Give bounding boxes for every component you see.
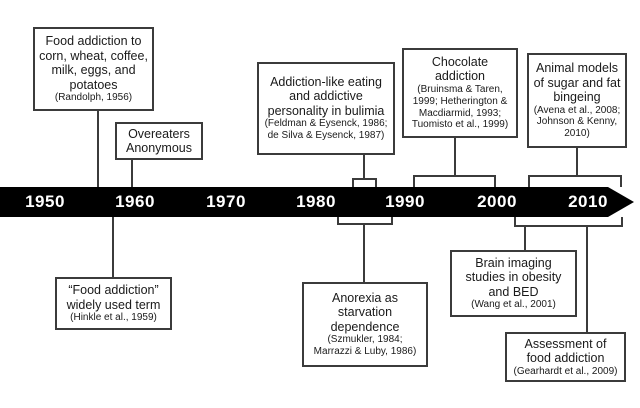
event-citation: (Hinkle et al., 1959)	[70, 312, 157, 324]
event-citation: (Avena et al., 2008; Johnson & Kenny, 20…	[533, 104, 621, 140]
connector-hinkle-stem	[112, 217, 114, 277]
event-box-anorexia-starvation: Anorexia as starvation dependence (Szmuk…	[302, 282, 428, 367]
event-citation: (Gearhardt et al., 2009)	[513, 365, 618, 377]
event-citation: (Bruinsma & Taren, 1999; Hetherington & …	[411, 83, 509, 131]
connector-assessment-stem	[586, 227, 588, 332]
event-text: Chocolate addiction	[431, 54, 489, 84]
event-text: Animal models of sugar and fat bingeing	[533, 61, 621, 105]
timeline-arrow: 1950 1960 1970 1980 1990 2000 2010	[0, 187, 634, 217]
decade-label-1950: 1950	[25, 192, 65, 211]
connector-bulimia-bracket	[352, 178, 377, 187]
connector-bulimia-stem	[363, 155, 365, 178]
event-box-randolph-1956: Food addiction to corn, wheat, coffee, m…	[33, 27, 154, 111]
event-citation: (Randolph, 1956)	[54, 92, 133, 104]
connector-overeaters-stem	[131, 160, 133, 187]
event-box-animal-models: Animal models of sugar and fat bingeing …	[527, 53, 627, 148]
connector-animal-models-bracket	[528, 175, 622, 187]
connector-brain-imaging-stem	[524, 227, 526, 250]
connector-anorexia-stem	[363, 225, 365, 282]
connector-anorexia-bracket	[337, 217, 393, 225]
event-box-chocolate-addiction: Chocolate addiction (Bruinsma & Taren, 1…	[402, 48, 518, 138]
event-text: Addiction-like eating and addictive pers…	[267, 74, 385, 118]
event-citation: (Wang et al., 2001)	[471, 299, 556, 311]
event-box-overeaters-anonymous: Overeaters Anonymous	[115, 122, 203, 160]
event-text: Assessment of food addiction	[524, 336, 607, 366]
event-text: Brain imaging studies in obesity and BED	[465, 255, 562, 299]
decade-label-1970: 1970	[206, 192, 246, 211]
event-citation: (Feldman & Eysenck, 1986; de Silva & Eys…	[264, 118, 388, 142]
event-text: Anorexia as starvation dependence	[330, 290, 400, 334]
decade-label-2010: 2010	[568, 192, 608, 211]
decade-label-1980: 1980	[296, 192, 336, 211]
connector-animal-models-stem	[576, 148, 578, 175]
event-citation: (Szmukler, 1984; Marrazzi & Luby, 1986)	[313, 334, 417, 358]
decade-label-2000: 2000	[477, 192, 517, 211]
event-text: “Food addiction” widely used term	[66, 283, 161, 312]
connector-2000s-bracket	[514, 217, 623, 227]
event-text: Overeaters Anonymous	[125, 126, 192, 156]
decade-label-1960: 1960	[115, 192, 155, 211]
event-box-assessment: Assessment of food addiction (Gearhardt …	[505, 332, 626, 382]
event-text: Food addiction to corn, wheat, coffee, m…	[39, 34, 148, 92]
event-box-brain-imaging: Brain imaging studies in obesity and BED…	[450, 250, 577, 317]
connector-chocolate-stem	[454, 138, 456, 175]
decade-label-1990: 1990	[385, 192, 425, 211]
event-box-hinkle-1959: “Food addiction” widely used term (Hinkl…	[55, 277, 172, 330]
connector-chocolate-bracket	[413, 175, 496, 187]
connector-randolph-stem	[97, 111, 99, 187]
event-box-bulimia-addictive-personality: Addiction-like eating and addictive pers…	[257, 62, 395, 155]
